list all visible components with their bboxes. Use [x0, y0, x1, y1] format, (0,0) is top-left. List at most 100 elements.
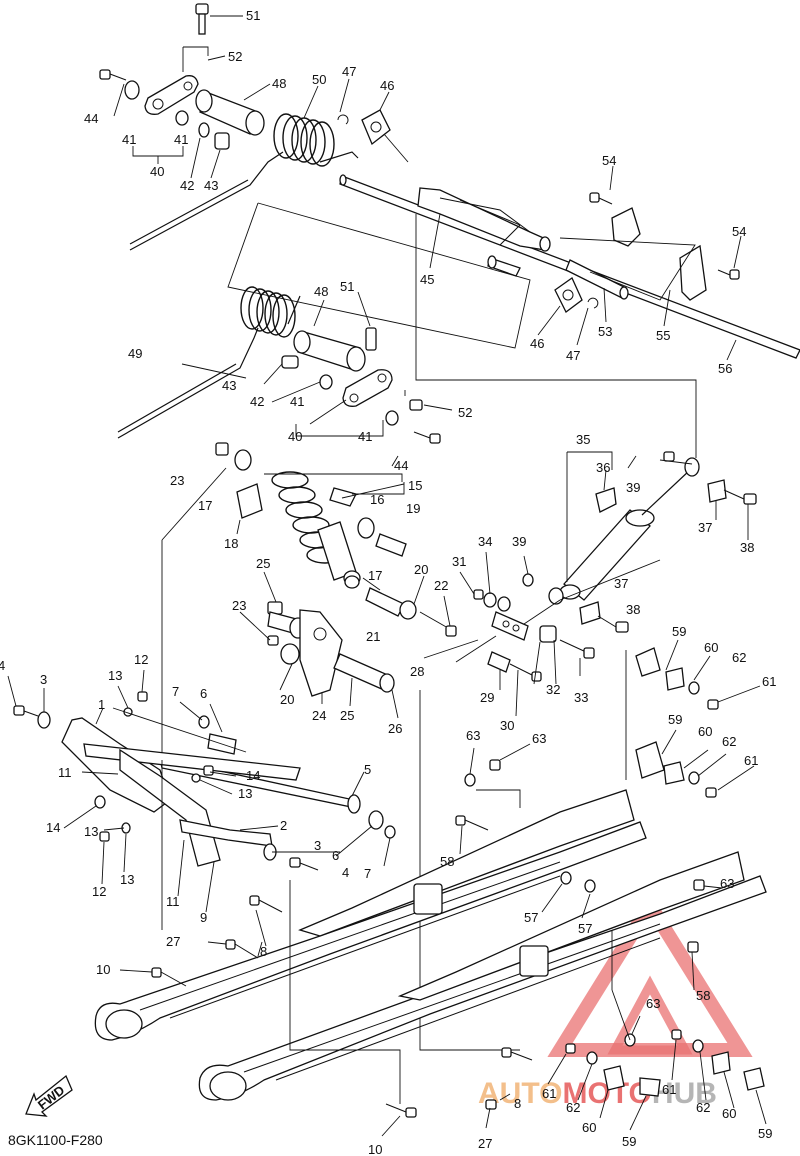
callout-41: 41	[358, 429, 372, 444]
callout-63: 63	[532, 731, 546, 746]
front-shock-absorber-group	[215, 442, 407, 589]
callout-11: 11	[58, 765, 72, 780]
callout-57: 57	[578, 921, 592, 936]
callout-1: 1	[98, 697, 105, 712]
upper-front-torque-arm-group	[99, 3, 800, 359]
left-slide-rail	[94, 789, 647, 1041]
callout-27: 27	[166, 934, 180, 949]
callout-42: 42	[180, 178, 194, 193]
callout-51: 51	[340, 279, 354, 294]
callout-61: 61	[542, 1086, 556, 1101]
callout-13: 13	[238, 786, 252, 801]
callout-15: 15	[408, 478, 422, 493]
callout-38: 38	[626, 602, 640, 617]
center-pivot-group	[267, 573, 595, 697]
callout-28: 28	[410, 664, 424, 679]
callout-11: 11	[166, 894, 180, 909]
callout-14: 14	[246, 768, 260, 783]
callout-23: 23	[170, 473, 184, 488]
callout-5: 5	[364, 762, 371, 777]
callout-14: 14	[46, 820, 60, 835]
callout-57: 57	[524, 910, 538, 925]
callout-62: 62	[732, 650, 746, 665]
callout-44: 44	[84, 111, 98, 126]
callout-17: 17	[198, 498, 212, 513]
callout-48: 48	[272, 76, 286, 91]
callout-61: 61	[762, 674, 776, 689]
callout-3: 3	[40, 672, 47, 687]
callout-44: 44	[394, 458, 408, 473]
callout-numbers: 51 52 44 48 50 47 46 41 41 40 42 43 54 5…	[0, 8, 776, 1156]
watermark-triangle-inner	[607, 975, 693, 1055]
callout-4: 4	[0, 658, 5, 673]
callout-52: 52	[228, 49, 242, 64]
callout-54: 54	[602, 153, 616, 168]
callout-37: 37	[698, 520, 712, 535]
lower-torque-arm-mount-group	[117, 286, 441, 444]
callout-39: 39	[512, 534, 526, 549]
callout-13: 13	[84, 824, 98, 839]
callout-35: 35	[576, 432, 590, 447]
callout-21: 21	[366, 629, 380, 644]
callout-59: 59	[758, 1126, 772, 1141]
callout-58: 58	[440, 854, 454, 869]
callout-30: 30	[500, 718, 514, 733]
callout-59: 59	[672, 624, 686, 639]
callout-59: 59	[668, 712, 682, 727]
callout-58: 58	[696, 988, 710, 1003]
callout-36: 36	[596, 460, 610, 475]
upper-assembly-outline-lines	[227, 202, 697, 458]
callout-33: 33	[574, 690, 588, 705]
automotohub-watermark: AUTOMOTOHUB	[478, 891, 753, 1110]
callout-6: 6	[200, 686, 207, 701]
callout-8: 8	[514, 1096, 521, 1111]
callout-60: 60	[704, 640, 718, 655]
callout-51: 51	[246, 8, 260, 23]
rail-lead-lines	[119, 639, 767, 1137]
callout-3: 3	[314, 838, 321, 853]
callout-12: 12	[92, 884, 106, 899]
callout-22: 22	[434, 578, 448, 593]
callout-27: 27	[478, 1136, 492, 1151]
callout-7: 7	[172, 684, 179, 699]
callout-61: 61	[662, 1082, 676, 1097]
callout-63: 63	[466, 728, 480, 743]
callout-38: 38	[740, 540, 754, 555]
callout-25: 25	[340, 708, 354, 723]
callout-32: 32	[546, 682, 560, 697]
callout-4: 4	[342, 865, 349, 880]
center-lead-lines	[239, 551, 581, 1051]
callout-60: 60	[722, 1106, 736, 1121]
callout-7: 7	[364, 866, 371, 881]
callout-45: 45	[420, 272, 434, 287]
callout-12: 12	[134, 652, 148, 667]
callout-59: 59	[622, 1134, 636, 1149]
callout-16: 16	[370, 492, 384, 507]
callout-23: 23	[232, 598, 246, 613]
callout-46: 46	[530, 336, 544, 351]
callout-19: 19	[406, 501, 420, 516]
callout-2: 2	[280, 818, 287, 833]
callout-49: 49	[128, 346, 142, 361]
callout-25: 25	[256, 556, 270, 571]
rear-shock-absorber-group	[548, 451, 757, 633]
callout-39: 39	[626, 480, 640, 495]
upper-lead-lines	[113, 15, 742, 361]
callout-26: 26	[388, 721, 402, 736]
callout-50: 50	[312, 72, 326, 87]
callout-46: 46	[380, 78, 394, 93]
callout-40: 40	[288, 429, 302, 444]
callout-48: 48	[314, 284, 328, 299]
callout-29: 29	[480, 690, 494, 705]
callout-63: 63	[720, 876, 734, 891]
callout-62: 62	[566, 1100, 580, 1115]
callout-41: 41	[122, 132, 136, 147]
callout-13: 13	[120, 872, 134, 887]
callout-55: 55	[656, 328, 670, 343]
callout-10: 10	[96, 962, 110, 977]
callout-60: 60	[698, 724, 712, 739]
callout-37: 37	[614, 576, 628, 591]
callout-43: 43	[222, 378, 236, 393]
callout-20: 20	[280, 692, 294, 707]
